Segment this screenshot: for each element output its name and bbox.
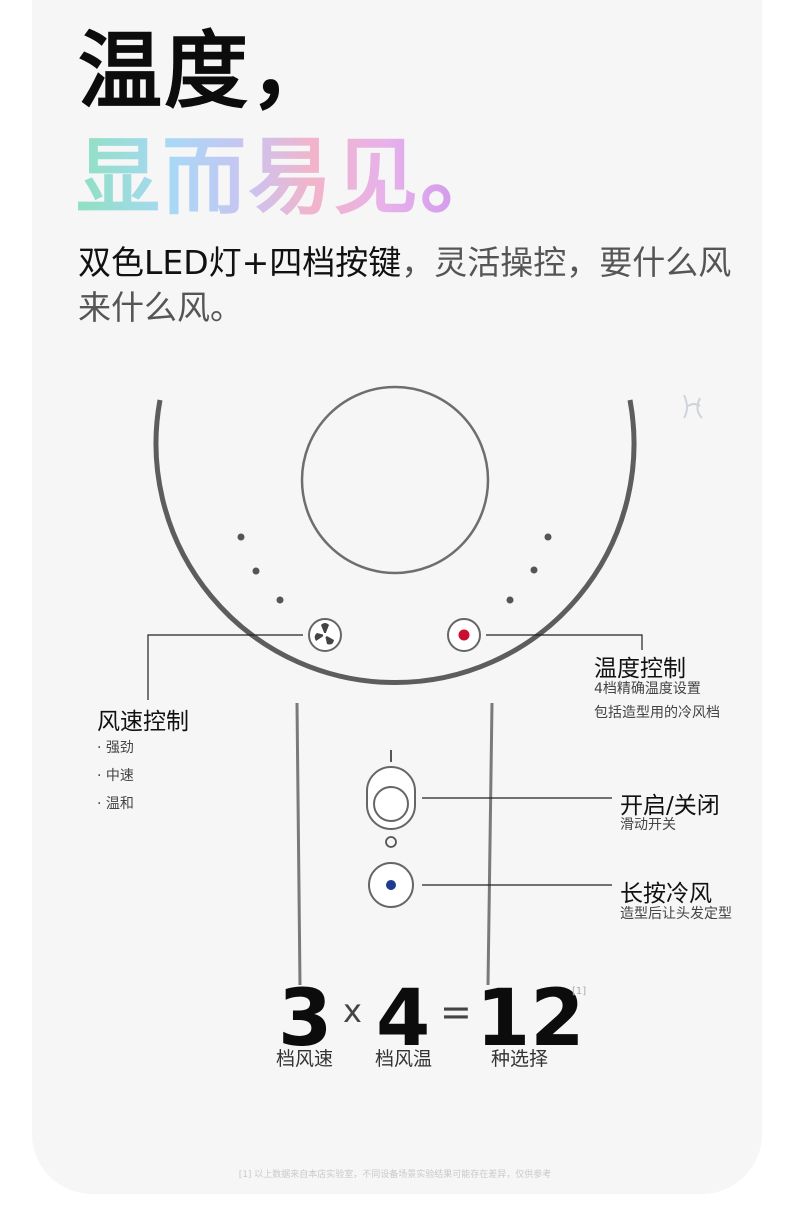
temp-callout-line <box>486 634 643 650</box>
blue-dot-icon <box>386 880 396 890</box>
subtitle-rest: ，灵活操控，要什么风来什么风。 <box>78 243 732 327</box>
speed-caption: 档风速 <box>276 1048 334 1070</box>
subtitle: 双色LED灯+四档按键，灵活操控，要什么风来什么风。 <box>78 240 748 330</box>
combination-count: 12 <box>476 974 585 1064</box>
temperature-desc: 4档精确温度设置 包括造型用的冷风档 <box>594 677 720 725</box>
device-nozzle-ring <box>300 385 490 575</box>
temp-caption: 档风温 <box>375 1048 433 1070</box>
fan-speed-title: 风速控制 <box>97 709 189 735</box>
cool-shot-title: 长按冷风 <box>620 881 712 907</box>
power-title: 开启/关闭 <box>620 793 720 819</box>
content-card <box>32 0 762 1194</box>
multiply-sign: x <box>343 992 362 1030</box>
speed-count: 3 <box>278 974 333 1064</box>
fan-speed-list: · 强劲 · 中速 · 温和 <box>97 734 134 818</box>
temperature-title: 温度控制 <box>594 656 686 682</box>
fan-speed-item: · 中速 <box>97 768 134 784</box>
fan-speed-item: · 温和 <box>97 796 134 812</box>
fan-speed-button[interactable] <box>308 618 342 652</box>
temp-indicator-dots <box>506 533 552 604</box>
reference-mark: [1] <box>572 986 587 997</box>
fan-callout-line <box>147 634 303 700</box>
headline-line1: 温度， <box>78 22 337 120</box>
temperature-desc-line: 包括造型用的冷风档 <box>594 705 720 721</box>
fan-speed-item: · 强劲 <box>97 740 134 756</box>
handle-right-edge <box>486 702 494 986</box>
speed-indicator-dots <box>237 533 284 604</box>
switch-off-mark <box>385 836 397 848</box>
handle-left-edge <box>295 702 302 986</box>
equals-sign: = <box>440 990 472 1034</box>
device-head-outline <box>153 399 637 686</box>
headline-line2: 显而易见。 <box>76 110 506 231</box>
temperature-desc-line: 4档精确温度设置 <box>594 681 701 697</box>
subtitle-highlight: 双色LED灯+四档按键 <box>78 243 402 282</box>
power-desc: 滑动开关 <box>620 817 676 833</box>
temperature-button[interactable] <box>447 618 481 652</box>
red-dot-icon <box>458 629 470 641</box>
fan-icon <box>314 623 334 645</box>
brand-logo-icon <box>683 394 703 419</box>
power-slide-switch[interactable] <box>366 766 416 830</box>
combination-caption: 种选择 <box>491 1048 549 1070</box>
footnote: [1] 以上数据来自本店实验室，不同设备场景实验结果可能存在差异，仅供参考 <box>238 1170 552 1180</box>
cool-shot-desc: 造型后让头发定型 <box>620 906 732 922</box>
cool-shot-button[interactable] <box>368 862 414 908</box>
temp-count: 4 <box>376 974 431 1064</box>
